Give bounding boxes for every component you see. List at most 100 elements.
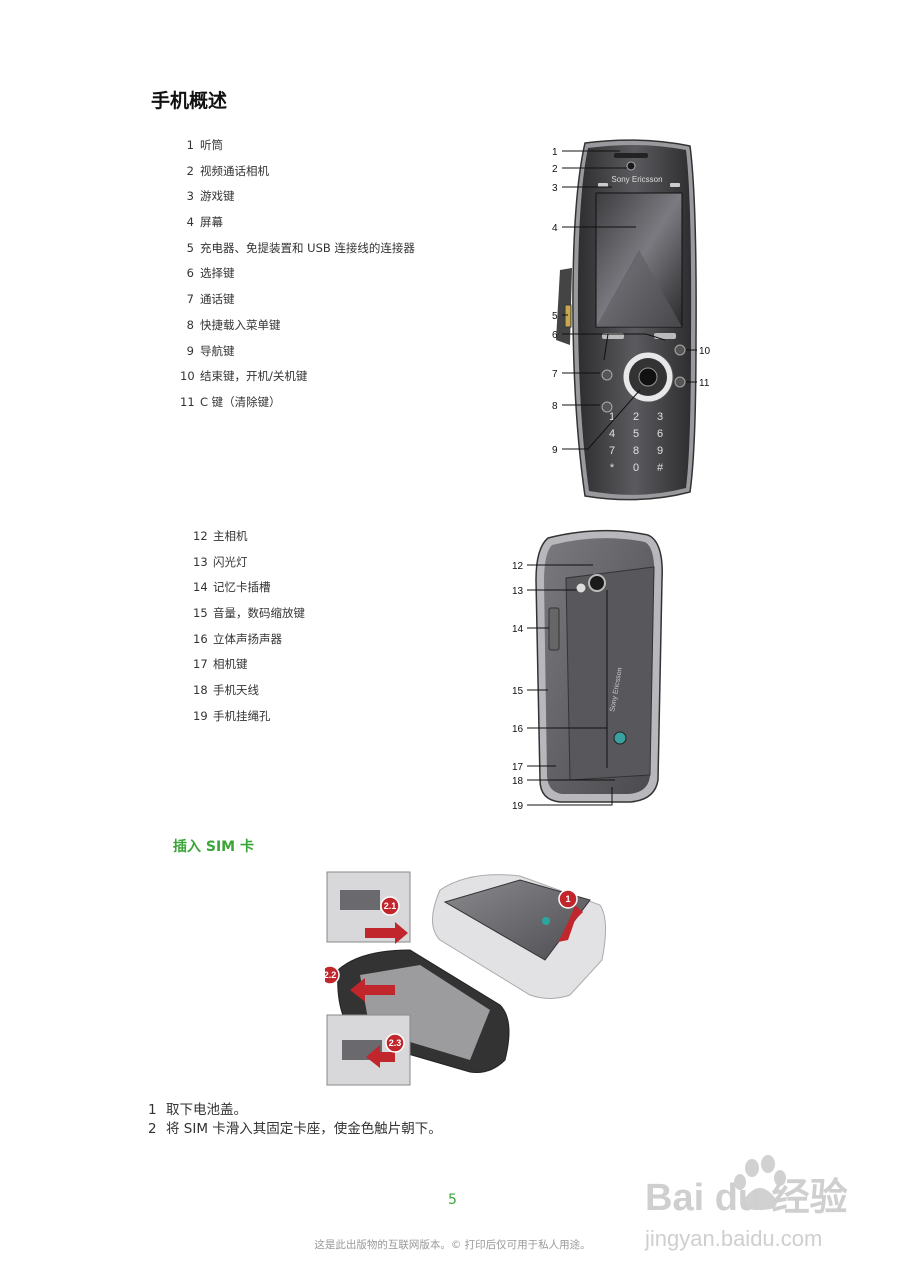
front-part-item-label: 通话键 [200,292,235,307]
keypad-key-label: 6 [657,428,663,440]
front-callout-label: 10 [699,346,711,357]
back-callout-label: 19 [512,801,524,812]
section-title-insert-sim: 插入 SIM 卡 [173,839,254,855]
step-badge-label: 1 [565,894,570,904]
keypad-key-label: 1 [609,411,615,423]
back-part-item-label: 主相机 [213,529,248,543]
sim-insert-illustration: 1 2.1 2.2 2.3 [325,871,606,1086]
sim-step-text: 将 SIM 卡滑入其固定卡座，使金色触片朝下。 [166,1121,442,1137]
keypad-key-label: 8 [633,445,639,457]
back-part-item-number: 14 [193,580,208,595]
watermark-url: jingyan.baidu.com [644,1226,822,1251]
step-badge-label: 2.2 [325,970,336,980]
step-badge-label: 2.1 [384,901,397,911]
keypad-key-label: 9 [657,445,663,457]
front-brand-text: Sony Ericsson [611,175,662,184]
back-part-item-label: 相机键 [213,657,248,672]
front-part-item-label: 导航键 [200,343,235,358]
sim-step: 2 将 SIM 卡滑入其固定卡座，使金色触片朝下。 [148,1120,442,1139]
back-part-item-number: 12 [193,529,208,543]
sim-step: 1 取下电池盖。 [148,1101,442,1120]
front-callout-label: 5 [552,311,558,322]
back-part-item-number: 19 [193,708,208,723]
front-part-item-number: 4 [186,215,194,230]
keypad-key-label: # [657,462,664,474]
front-callout-label: 8 [552,401,558,412]
back-part-item-number: 15 [193,606,208,621]
front-part-item-number: 6 [186,266,194,281]
front-part-item-number: 11 [180,394,195,409]
keypad-key-label: 7 [609,445,615,457]
front-part-item-label: 听筒 [200,138,223,152]
front-part-item-label: 选择键 [200,266,235,281]
step-badge-circle [558,889,578,909]
back-part-item-number: 16 [193,631,208,646]
back-callout-label: 13 [512,586,524,597]
back-callout-label: 15 [512,686,524,697]
front-part-item-label: 屏幕 [200,215,223,230]
front-callout-label: 9 [552,445,558,456]
back-part-item-number: 18 [193,683,208,698]
front-part-item-number: 3 [186,189,194,204]
keypad-key-label: 5 [633,428,639,440]
back-callout-label: 18 [512,776,524,787]
footer-notice: 这是此出版物的互联网版本。© 打印后仅可用于私人用途。 [314,1239,591,1251]
keypad-key-label: * [610,462,615,474]
front-part-item: 10 结束键，开机/关机键 [180,368,415,394]
sim-steps-list: 1 取下电池盖。 2 将 SIM 卡滑入其固定卡座，使金色触片朝下。 [148,1101,442,1139]
front-part-item-number: 9 [186,343,194,358]
keypad-key-label: 3 [657,411,663,423]
keypad-key-label: 2 [633,411,639,423]
page-number: 5 [448,1192,457,1208]
step-badge-label: 2.3 [389,1038,402,1048]
back-part-item-label: 闪光灯 [213,554,248,569]
sim-step-number: 1 [148,1102,157,1118]
keypad-key-label: 0 [633,462,639,474]
back-part-item-label: 音量，数码缩放键 [213,606,305,621]
back-callout-label: 14 [512,624,524,635]
baidu-watermark-logo: Bai du 经验 jingyan.baidu.com [644,1155,848,1251]
front-callout-label: 6 [552,330,558,341]
sim-step-text: 取下电池盖。 [166,1102,247,1118]
front-callout-label: 1 [552,147,558,158]
front-part-item: 9 导航键 [180,343,415,369]
back-part-item-label: 手机挂绳孔 [213,708,271,723]
sim-step-number: 2 [148,1121,157,1137]
back-part-item: 19 手机挂绳孔 [193,708,305,734]
back-part-item: 15 音量，数码缩放键 [193,605,305,631]
front-part-item: 7 通话键 [180,291,415,317]
front-part-item: 1 听筒 [180,137,415,163]
back-part-item-label: 记忆卡插槽 [213,580,271,595]
watermark-logo-text: Bai du 经验 [645,1177,848,1219]
front-part-item-number: 8 [186,317,194,332]
back-part-item: 16 立体声扬声器 [193,631,305,657]
front-part-item: 4 屏幕 [180,214,415,240]
front-part-item-number: 1 [186,138,194,152]
front-part-item-label: 结束键，开机/关机键 [200,369,308,384]
front-part-item: 6 选择键 [180,265,415,291]
back-part-item-label: 立体声扬声器 [213,631,282,646]
front-part-item-label: 充电器、免提装置和 USB 连接线的连接器 [200,240,415,255]
front-part-item-number: 10 [180,369,195,384]
front-callout-label: 3 [552,183,558,194]
back-part-item: 14 记忆卡插槽 [193,579,305,605]
back-callout-label: 16 [512,724,524,735]
front-part-item-number: 5 [186,240,194,255]
step-badge-circle [380,896,400,916]
page-title: 手机概述 [151,90,228,112]
step-badge-circle [325,965,340,985]
front-callout-label: 4 [552,223,558,234]
front-part-item-number: 7 [186,292,194,307]
front-part-item: 5 充电器、免提装置和 USB 连接线的连接器 [180,240,415,266]
front-callout-label: 11 [699,378,710,389]
front-callout-label: 2 [552,164,558,175]
